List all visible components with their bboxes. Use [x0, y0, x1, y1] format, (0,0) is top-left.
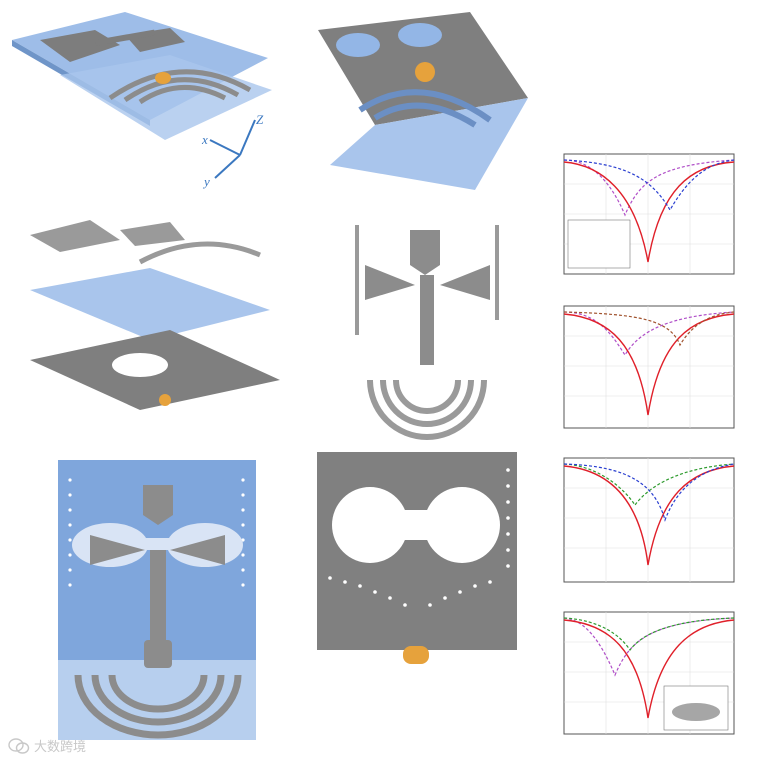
panel-e [58, 460, 256, 740]
plot-1 [563, 153, 735, 275]
vias-left-e [68, 478, 72, 587]
plot-4 [563, 611, 735, 735]
plot-2 [563, 305, 735, 429]
plot-1-red-curve [563, 161, 735, 263]
watermark-text: 大数跨境 [34, 740, 87, 755]
axis-triad [209, 119, 256, 179]
plot-1-blue-curve [563, 159, 735, 212]
feed-line [420, 275, 434, 365]
watermark: 大数跨境 [8, 736, 86, 755]
panel-d [355, 225, 499, 440]
ring-slots-b [358, 89, 492, 128]
plot-3-blue-curve [563, 463, 735, 522]
sma-connector-b [415, 62, 435, 82]
via-row-right [495, 225, 499, 320]
panel-b [318, 12, 528, 190]
ground-slot [336, 23, 442, 57]
axis-label-x: x [201, 132, 208, 147]
plot-3 [563, 457, 735, 583]
top-layer [30, 220, 185, 252]
plot-1-purple-curve [563, 159, 735, 217]
vias-diagonal-f [328, 576, 492, 607]
left-bowtie-e [90, 535, 145, 565]
sma-connector [155, 72, 171, 84]
vias-right-e [241, 478, 245, 587]
top-element [410, 230, 440, 275]
slot-f [332, 487, 500, 563]
plot-2-brown-curve [563, 311, 735, 347]
sma-connector-f [403, 646, 429, 664]
panel-a: Z x y [12, 12, 272, 189]
plot-3-red-curve [563, 465, 735, 566]
plot-2-grid [564, 306, 734, 428]
slot-arcs [108, 69, 252, 105]
plot-3-grid [564, 458, 734, 582]
plot-2-purple-curve [563, 311, 735, 357]
top-element-e [143, 485, 173, 525]
panel-c [30, 220, 280, 410]
plot-4-green-curve [563, 617, 735, 652]
via-row-left [355, 225, 359, 335]
top-layer-rings [138, 241, 261, 265]
plot-3-green-curve [563, 463, 735, 507]
top-radiator [40, 28, 185, 62]
ring-arcs-e [74, 674, 242, 739]
substrate-b [330, 98, 528, 190]
left-bowtie-arm [365, 265, 415, 300]
panel-f [317, 452, 517, 664]
plot-2-red-curve [563, 313, 735, 416]
plot-4-inset-slot [672, 703, 720, 721]
bottom-slot [112, 353, 168, 377]
axis-label-z: Z [256, 112, 264, 127]
right-bowtie-e [170, 535, 225, 565]
plot-3-area [563, 457, 735, 583]
feed-tab-e [144, 640, 172, 668]
axis-label-y: y [202, 174, 210, 189]
wechat-logo-icon [8, 737, 30, 754]
vias-right-f [506, 468, 510, 568]
substrate-e-lower [58, 660, 256, 740]
plot-1-legend [567, 219, 631, 269]
feed-line-e [150, 550, 166, 660]
ring-arcs-d [367, 379, 487, 440]
sma-connector-c [159, 394, 171, 406]
substrate-layer [30, 268, 270, 340]
right-bowtie-arm [440, 265, 490, 300]
plot-4-red-curve [563, 619, 735, 719]
